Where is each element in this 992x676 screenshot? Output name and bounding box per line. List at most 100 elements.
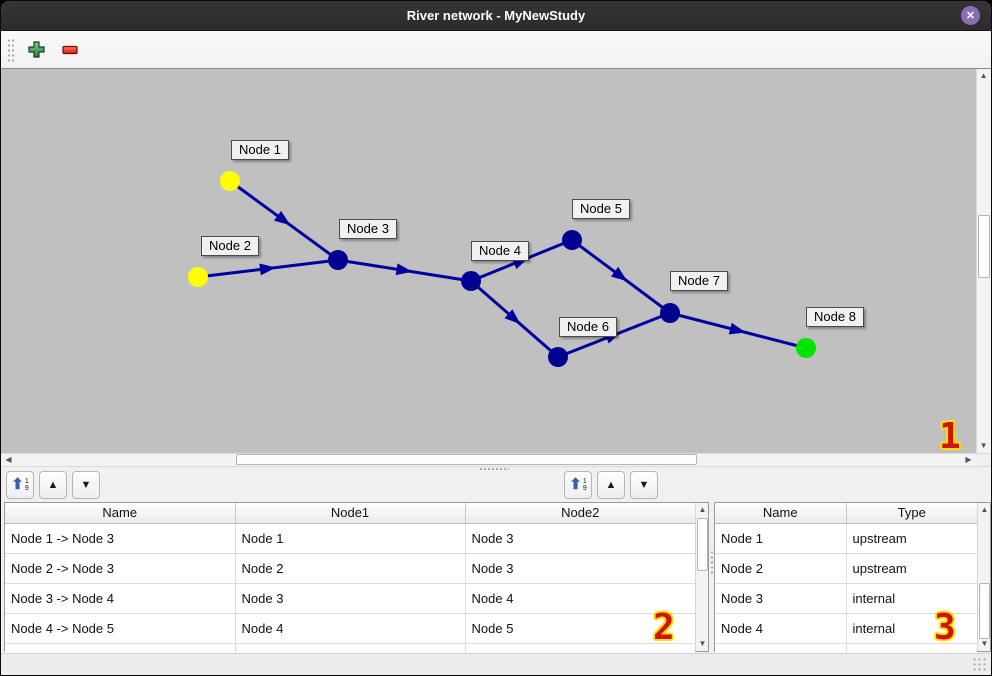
network-node-upstream[interactable] [220,171,240,191]
scroll-down-icon[interactable]: ▼ [979,441,988,450]
main-toolbar [1,31,991,69]
table-cell[interactable]: Node 3 [235,583,466,614]
node-scroll-thumb[interactable] [979,583,990,639]
scroll-up-icon[interactable]: ▲ [980,505,989,514]
table-cell[interactable]: internal [846,583,977,614]
column-header-type[interactable]: Type [846,503,977,524]
table-cell[interactable]: Node 4 [715,613,847,644]
add-node-button[interactable] [23,37,49,63]
node-label[interactable]: Node 1 [231,140,289,160]
river-network-canvas[interactable]: Node 1 Node 2 Node 3 Node 4 Node 5 Node 6 Node… [1,69,977,453]
horizontal-splitter-handle[interactable] [479,467,509,471]
table-cell[interactable]: Node 2 [235,553,466,584]
network-node-downstream[interactable] [796,338,816,358]
close-icon: ✕ [965,10,976,22]
table-cell[interactable]: Node 1 -> Node 3 [5,523,236,554]
scroll-right-icon[interactable]: ▶ [965,455,972,464]
node-label[interactable]: Node 8 [806,307,864,327]
node-label[interactable]: Node 6 [559,317,617,337]
table-cell[interactable]: Node 4 [235,613,466,644]
vertical-splitter-handle[interactable] [710,550,714,576]
table-cell[interactable]: Node 4 [465,583,695,614]
scroll-up-icon[interactable]: ▲ [979,71,988,80]
remove-node-button[interactable] [57,37,83,63]
resize-grip[interactable] [973,658,987,672]
network-node-internal[interactable] [328,250,348,270]
table-cell[interactable]: Node 3 [715,583,847,614]
node-label[interactable]: Node 3 [339,219,397,239]
node-label[interactable]: Node 2 [201,236,259,256]
network-node-internal[interactable] [548,347,568,367]
edge-move-up-button[interactable]: ▲ [39,470,67,499]
annotation-marker: 2 [653,607,675,648]
node-label[interactable]: Node 7 [670,271,728,291]
table-cell[interactable]: Node 5 [465,613,695,644]
plus-icon [27,41,45,58]
table-cell[interactable]: upstream [846,523,977,554]
toolbar-drag-handle[interactable] [7,37,15,62]
edge-move-down-button[interactable]: ▼ [72,470,100,499]
network-node-internal[interactable] [461,271,481,291]
edge-arrow-icon [611,266,628,282]
annotation-marker: 1 [939,416,961,457]
node-move-down-button[interactable]: ▼ [630,470,658,499]
scroll-up-icon[interactable]: ▲ [698,505,707,514]
table-cell[interactable]: Node 2 [715,553,847,584]
canvas-horizontal-scrollbar[interactable]: ◀ ▶ [1,453,991,467]
table-cell[interactable]: Node 3 -> Node 4 [5,583,236,614]
vertical-scroll-thumb[interactable] [978,215,991,278]
network-node-upstream[interactable] [188,267,208,287]
status-bar [1,653,991,675]
edge-scroll-thumb[interactable] [697,518,708,571]
table-cell[interactable]: Node 1 [235,523,466,554]
edge-table-scrollbar[interactable]: ▲ ▼ [695,503,708,651]
canvas-vertical-scrollbar[interactable]: ▲ ▼ [976,69,991,453]
table-cell[interactable]: Node 4 -> Node 5 [5,613,236,644]
network-node-internal[interactable] [660,303,680,323]
column-header-node2[interactable]: Node2 [465,503,695,524]
close-button[interactable]: ✕ [961,6,980,25]
scroll-down-icon[interactable]: ▼ [698,639,707,648]
table-cell[interactable]: upstream [846,553,977,584]
scroll-left-icon[interactable]: ◀ [5,455,12,464]
table-cell[interactable]: Node 3 [465,523,695,554]
table-cell[interactable]: Node 2 -> Node 3 [5,553,236,584]
node-label[interactable]: Node 4 [471,241,529,261]
table-cell[interactable]: internal [846,613,977,644]
column-header-name[interactable]: Name [5,503,236,524]
edge-arrow-icon [259,263,276,276]
table-cell[interactable]: Node 3 [465,553,695,584]
node-table-scrollbar[interactable]: ▲ ▼ [977,503,990,651]
node-move-up-button[interactable]: ▲ [597,470,625,499]
node-label[interactable]: Node 5 [572,199,630,219]
titlebar: River network - MyNewStudy ✕ [1,1,991,31]
column-header-name[interactable]: Name [715,503,847,524]
horizontal-scroll-thumb[interactable] [236,454,697,465]
triangle-down-icon: ▼ [638,478,650,491]
edge-arrow-icon [395,263,413,276]
column-header-node1[interactable]: Node1 [235,503,466,524]
scroll-down-icon[interactable]: ▼ [980,639,989,648]
canvas-area: Node 1 Node 2 Node 3 Node 4 Node 5 Node 6 Node… [1,69,991,453]
edge-arrow-icon [728,322,746,335]
network-node-internal[interactable] [562,230,582,250]
table-cell[interactable]: Node 1 [715,523,847,554]
